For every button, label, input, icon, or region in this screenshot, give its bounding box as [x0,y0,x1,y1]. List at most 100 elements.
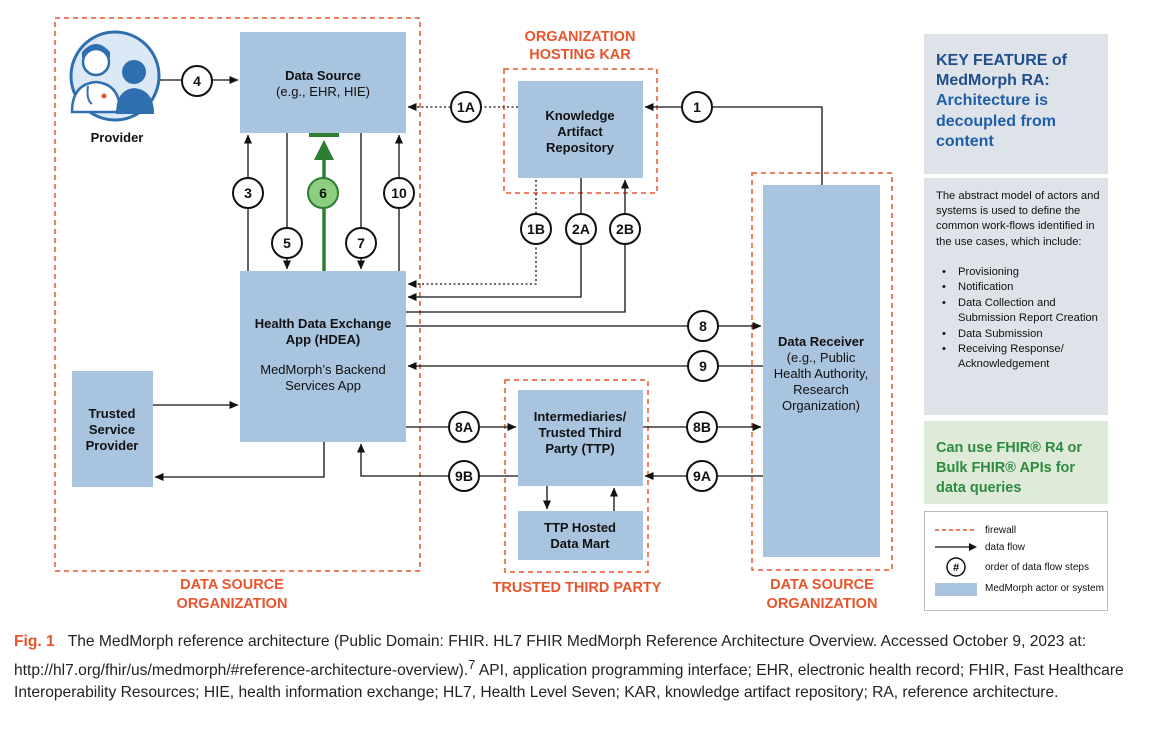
fhir-note-panel: Can use FHIR® R4 or Bulk FHIR® APIs for … [924,421,1108,504]
svg-text:6: 6 [319,185,327,201]
hdea-label-3: MedMorph’s Backend [260,362,386,377]
svg-text:9A: 9A [693,468,711,484]
step-10: 10 [383,177,415,209]
legend-flow-label: data flow [985,542,1026,553]
step-2a: 2A [565,213,597,245]
flow-hdea-to-tsp [154,442,325,481]
mart-label-2: Data Mart [550,536,610,551]
data-source-subtitle: (e.g., EHR, HIE) [276,84,370,99]
ttp-label-3: Party (TTP) [545,441,614,456]
caption-text: The MedMorph reference architecture (Pub… [14,633,1087,679]
provider-icon [69,30,161,122]
svg-text:4: 4 [193,73,201,89]
step-7: 7 [345,227,377,259]
tsp-label-2: Service [89,422,135,437]
hdea-label-1: Health Data Exchange [255,316,392,331]
org-label-receiver-1: DATA SOURCE [770,577,874,593]
svg-text:2B: 2B [616,221,634,237]
svg-text:1: 1 [693,99,701,115]
list-item: •Data Collection and Submission Report C… [942,296,1098,325]
data-source-org-firewall [54,17,421,572]
caption-reference: 7 [468,656,476,672]
flow-6-arrowhead [314,140,334,160]
hdea-label-2: App (HDEA) [286,332,360,347]
step-9a: 9A [686,460,718,492]
architecture-diagram: Data Source (e.g., EHR, HIE) Knowledge A… [54,17,893,612]
receiver-box [763,185,880,557]
svg-text:10: 10 [391,185,407,201]
svg-text:8: 8 [699,318,707,334]
provider-label: Provider [91,130,144,145]
org-label-hosting-kar-1: ORGANIZATION [525,29,636,45]
mart-label-1: TTP Hosted [544,520,616,535]
org-label-data-source-2: ORGANIZATION [177,596,288,612]
svg-text:9B: 9B [455,468,473,484]
flow-1b [407,180,537,288]
tsp-box [72,371,153,487]
key-feature-text: Architecture is decoupled from content [936,92,1057,150]
step-2b: 2B [609,213,641,245]
svg-text:1A: 1A [457,99,475,115]
flow-2b [406,179,629,313]
kar-box [518,81,643,178]
list-item: •Provisioning [942,266,1019,278]
flow-1 [644,103,823,185]
org-label-data-source-1: DATA SOURCE [180,577,284,593]
mart-box [518,511,643,560]
step-8: 8 [687,310,719,342]
fhir-note-text: Can use FHIR® R4 or Bulk FHIR® APIs for … [936,440,1083,496]
legend-actor-swatch [935,583,977,596]
figure-caption: Fig. 1 The MedMorph reference architectu… [14,631,1154,705]
svg-text:3: 3 [244,185,252,201]
step-4: 4 [181,65,213,97]
org-label-ttp: TRUSTED THIRD PARTY [493,580,662,596]
hdea-box [240,271,406,442]
legend: # firewall data flow order of data flow … [924,511,1108,611]
workflow-list: •Provisioning •Notification •Data Collec… [936,265,1104,373]
svg-text:8B: 8B [693,419,711,435]
ttp-label-2: Trusted Third [538,425,621,440]
svg-text:9: 9 [699,358,707,374]
step-8a: 8A [448,411,480,443]
step-6: 6 [307,177,339,209]
list-item: •Data Submission [942,327,1043,340]
kar-label-2: Artifact [557,124,603,139]
abstract-model-intro: The abstract model of actors and systems… [936,190,1100,248]
kar-label-3: Repository [546,140,615,155]
list-item: •Receiving Response/ Acknowledgement [942,343,1064,371]
data-source-title: Data Source [285,68,361,83]
figure-label: Fig. 1 [14,633,55,650]
receiver-label-3: Health Authority, [774,366,868,381]
step-5: 5 [271,227,303,259]
step-1: 1 [681,91,713,123]
org-label-receiver-2: ORGANIZATION [767,596,878,612]
ttp-box [518,390,643,486]
receiver-label-2: (e.g., Public [787,350,856,365]
key-feature-panel: KEY FEATURE of MedMorph RA: Architecture… [924,34,1108,174]
svg-text:8A: 8A [455,419,473,435]
svg-text:7: 7 [357,235,365,251]
step-1a: 1A [450,91,482,123]
step-1b: 1B [520,213,552,245]
org-label-hosting-kar-2: HOSTING KAR [529,47,631,63]
legend-actor-label: MedMorph actor or system [985,583,1104,594]
svg-text:1B: 1B [527,221,545,237]
legend-order-label: order of data flow steps [985,562,1089,573]
receiver-label-4: Research [793,382,849,397]
step-9: 9 [687,350,719,382]
data-source-box [240,32,406,133]
flow-9b [357,443,518,477]
step-3: 3 [232,177,264,209]
step-8b: 8B [686,411,718,443]
svg-text:5: 5 [283,235,291,251]
key-feature-title: KEY FEATURE of MedMorph RA: [936,52,1067,89]
legend-step-circle [946,557,966,577]
svg-text:2A: 2A [572,221,590,237]
receiver-label-5: Organization) [782,398,860,413]
legend-flow-arrowhead [969,543,977,551]
list-item: •Notification [942,281,1014,294]
legend-symbols: # [935,529,977,596]
legend-firewall-label: firewall [985,525,1017,536]
tsp-label-1: Trusted [89,406,136,421]
receiver-label-1: Data Receiver [778,334,864,349]
